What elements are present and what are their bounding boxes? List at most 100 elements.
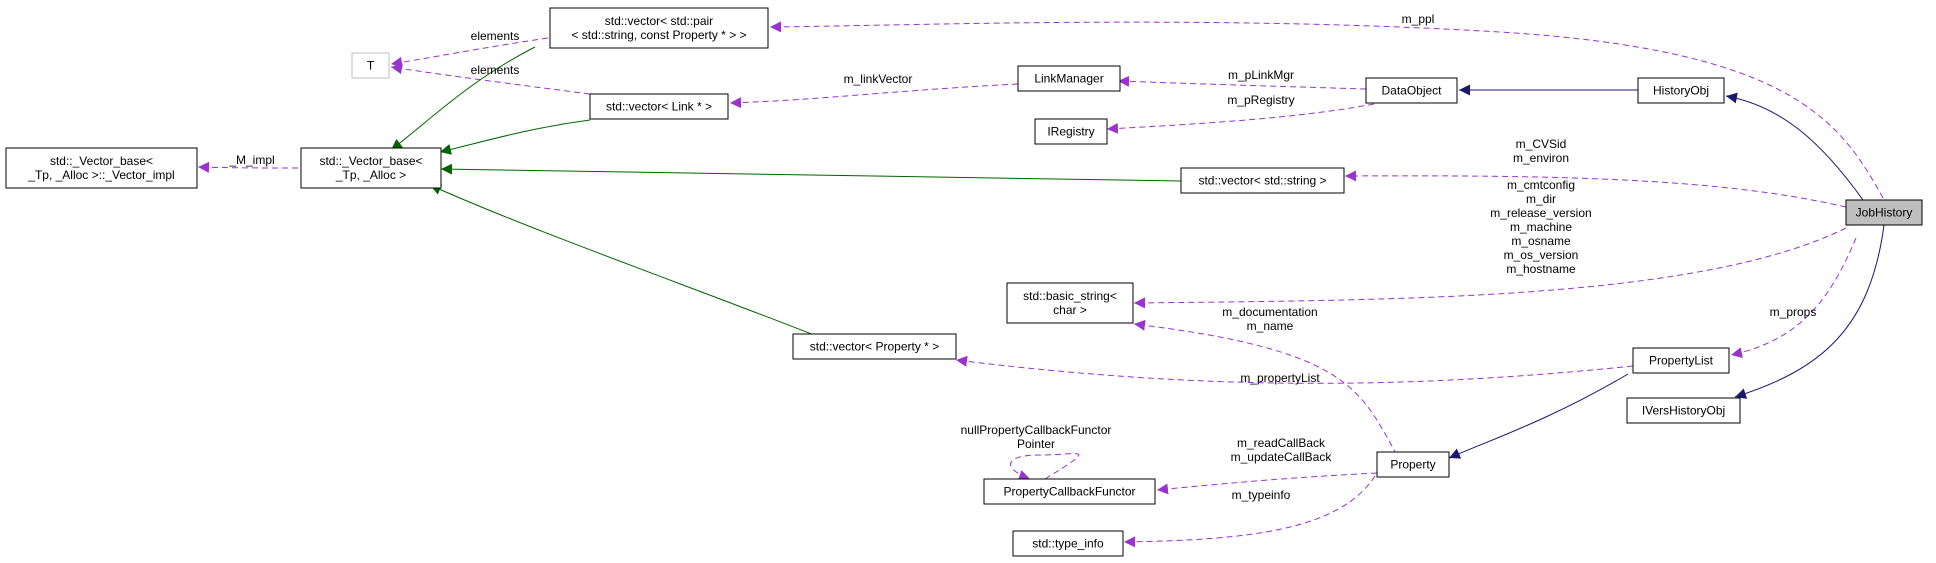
class-box	[351, 52, 390, 79]
edge-property-propertylist	[1448, 373, 1629, 459]
class-name-line: std::vector< Property * >	[810, 340, 939, 354]
edge-label-m-impl: _M_impl	[228, 153, 274, 167]
class-name-line: std::vector< std::pair	[605, 14, 713, 28]
edge-label-line: m_release_version	[1490, 206, 1591, 220]
edge-label-line: m_props	[1770, 305, 1817, 319]
edge-vectorpair-vectorbase	[390, 46, 536, 151]
class-box	[1180, 167, 1345, 194]
class-name-line: std::_Vector_base<	[319, 154, 422, 168]
class-name-line: Property	[1390, 458, 1435, 472]
class-name-line: PropertyList	[1649, 354, 1714, 368]
edge-label-m-linkvector: m_linkVector	[844, 72, 913, 86]
class-name-line: IVersHistoryObj	[1642, 404, 1725, 418]
class-name-line: T	[367, 59, 375, 73]
edge-label-elements-pair: elements	[471, 29, 520, 43]
edge-m-linkvector	[729, 83, 1019, 109]
edge-label-line: m_readCallBack	[1237, 436, 1326, 450]
class-name-line: PropertyCallbackFunctor	[1003, 485, 1135, 499]
edge-jobhistory-historyobj	[1725, 92, 1864, 201]
class-node-basic-string[interactable]: std::basic_string<char >	[1006, 282, 1134, 324]
class-node-vector-pair[interactable]: std::vector< std::pair< std::string, con…	[549, 7, 769, 49]
class-name-line: < std::string, const Property * > >	[571, 28, 746, 42]
edge-label-m-typeinfo: m_typeinfo	[1232, 488, 1291, 502]
edge-label-m-props: m_props	[1770, 305, 1817, 319]
edge-jobhistory-iversionhistoryobj	[1734, 224, 1885, 399]
class-node-vector-link[interactable]: std::vector< Link * >	[589, 93, 729, 120]
edge-label-line: m_dir	[1526, 192, 1556, 206]
class-node-data-object[interactable]: DataObject	[1365, 77, 1458, 104]
edge-label-elements-link: elements	[471, 63, 520, 77]
class-node-vector-property[interactable]: std::vector< Property * >	[792, 333, 957, 360]
class-box	[5, 147, 198, 189]
edge-label-line: _M_impl	[228, 153, 274, 167]
class-node-vector-impl[interactable]: std::_Vector_base<_Tp, _Alloc >::_Vector…	[5, 147, 198, 189]
edge-label-m-propertylist: m_propertyList	[1240, 371, 1320, 385]
class-box	[1012, 530, 1124, 557]
edge-label-line: m_CVSid	[1516, 137, 1567, 151]
class-node-vector-string[interactable]: std::vector< std::string >	[1180, 167, 1345, 194]
edge-label-line: m_hostname	[1506, 262, 1576, 276]
class-node-type-info[interactable]: std::type_info	[1012, 530, 1124, 557]
edge-label-m-pregistry: m_pRegistry	[1227, 93, 1294, 107]
class-node-link-manager[interactable]: LinkManager	[1017, 65, 1121, 92]
class-box	[1034, 118, 1108, 145]
class-name-line: std::vector< Link * >	[606, 100, 712, 114]
edge-m-impl	[197, 161, 299, 173]
edge-label-line: m_environ	[1513, 151, 1569, 165]
edge-label-m-plinkmgr: m_pLinkMgr	[1228, 68, 1294, 82]
class-box	[1845, 199, 1923, 226]
class-node-vector-base[interactable]: std::_Vector_base<_Tp, _Alloc >	[300, 147, 442, 189]
class-node-ivers-history-obj[interactable]: IVersHistoryObj	[1626, 397, 1741, 424]
class-name-line: std::_Vector_base<	[50, 154, 153, 168]
edge-string-vec	[1344, 170, 1847, 208]
class-box	[1006, 282, 1134, 324]
edge-label-line: elements	[471, 63, 520, 77]
edge-m-props	[1730, 237, 1857, 359]
class-name-line: _Tp, _Alloc >	[335, 168, 406, 182]
class-node-property[interactable]: Property	[1376, 451, 1450, 478]
edge-m-propertylist	[955, 355, 1634, 384]
class-box	[1365, 77, 1458, 104]
edge-m-ppl	[769, 21, 1884, 199]
edge-vectorproperty-vectorbase	[429, 184, 815, 336]
class-node-t[interactable]: T	[351, 52, 390, 79]
edge-label-line: m_os_version	[1504, 248, 1579, 262]
class-box	[1632, 347, 1730, 374]
class-node-history-obj[interactable]: HistoryObj	[1637, 77, 1725, 104]
class-node-job-history[interactable]: JobHistory	[1845, 199, 1923, 226]
class-name-line: _Tp, _Alloc >::_Vector_impl	[27, 168, 174, 182]
class-box	[983, 478, 1156, 505]
edge-m-pregistry	[1106, 103, 1375, 134]
edge-label-line: m_documentation	[1222, 305, 1317, 319]
edge-label-line: m_pRegistry	[1227, 93, 1294, 107]
edge-label-line: m_pLinkMgr	[1228, 68, 1294, 82]
class-box	[589, 93, 729, 120]
class-box	[1626, 397, 1741, 424]
edge-m-plinkmgr	[1117, 75, 1367, 90]
class-name-line: HistoryObj	[1653, 84, 1709, 98]
class-node-property-callback-functor[interactable]: PropertyCallbackFunctor	[983, 478, 1156, 505]
edge-labels: m_ppl m_pLinkMgr m_pRegistry m_linkVector el…	[228, 12, 1816, 502]
class-node-iregistry[interactable]: IRegistry	[1034, 118, 1108, 145]
edge-elements-link	[390, 63, 591, 95]
edge-m-typeinfo	[1123, 475, 1376, 548]
class-node-property-list[interactable]: PropertyList	[1632, 347, 1730, 374]
class-name-line: char >	[1053, 303, 1087, 317]
edge-label-line: Pointer	[1017, 437, 1055, 451]
class-name-line: DataObject	[1381, 84, 1442, 98]
edge-label-line: m_name	[1247, 319, 1294, 333]
edge-label-string-fields: m_cmtconfigm_dirm_release_versionm_machi…	[1490, 178, 1591, 276]
edge-vectorlink-vectorbase	[439, 119, 591, 155]
edge-label-line: m_ppl	[1402, 12, 1435, 26]
class-box	[792, 333, 957, 360]
edge-elements-pair	[390, 37, 549, 68]
class-box	[1376, 451, 1450, 478]
edge-label-line: m_typeinfo	[1232, 488, 1291, 502]
edge-label-line: m_cmtconfig	[1507, 178, 1575, 192]
class-name-line: std::basic_string<	[1023, 289, 1117, 303]
